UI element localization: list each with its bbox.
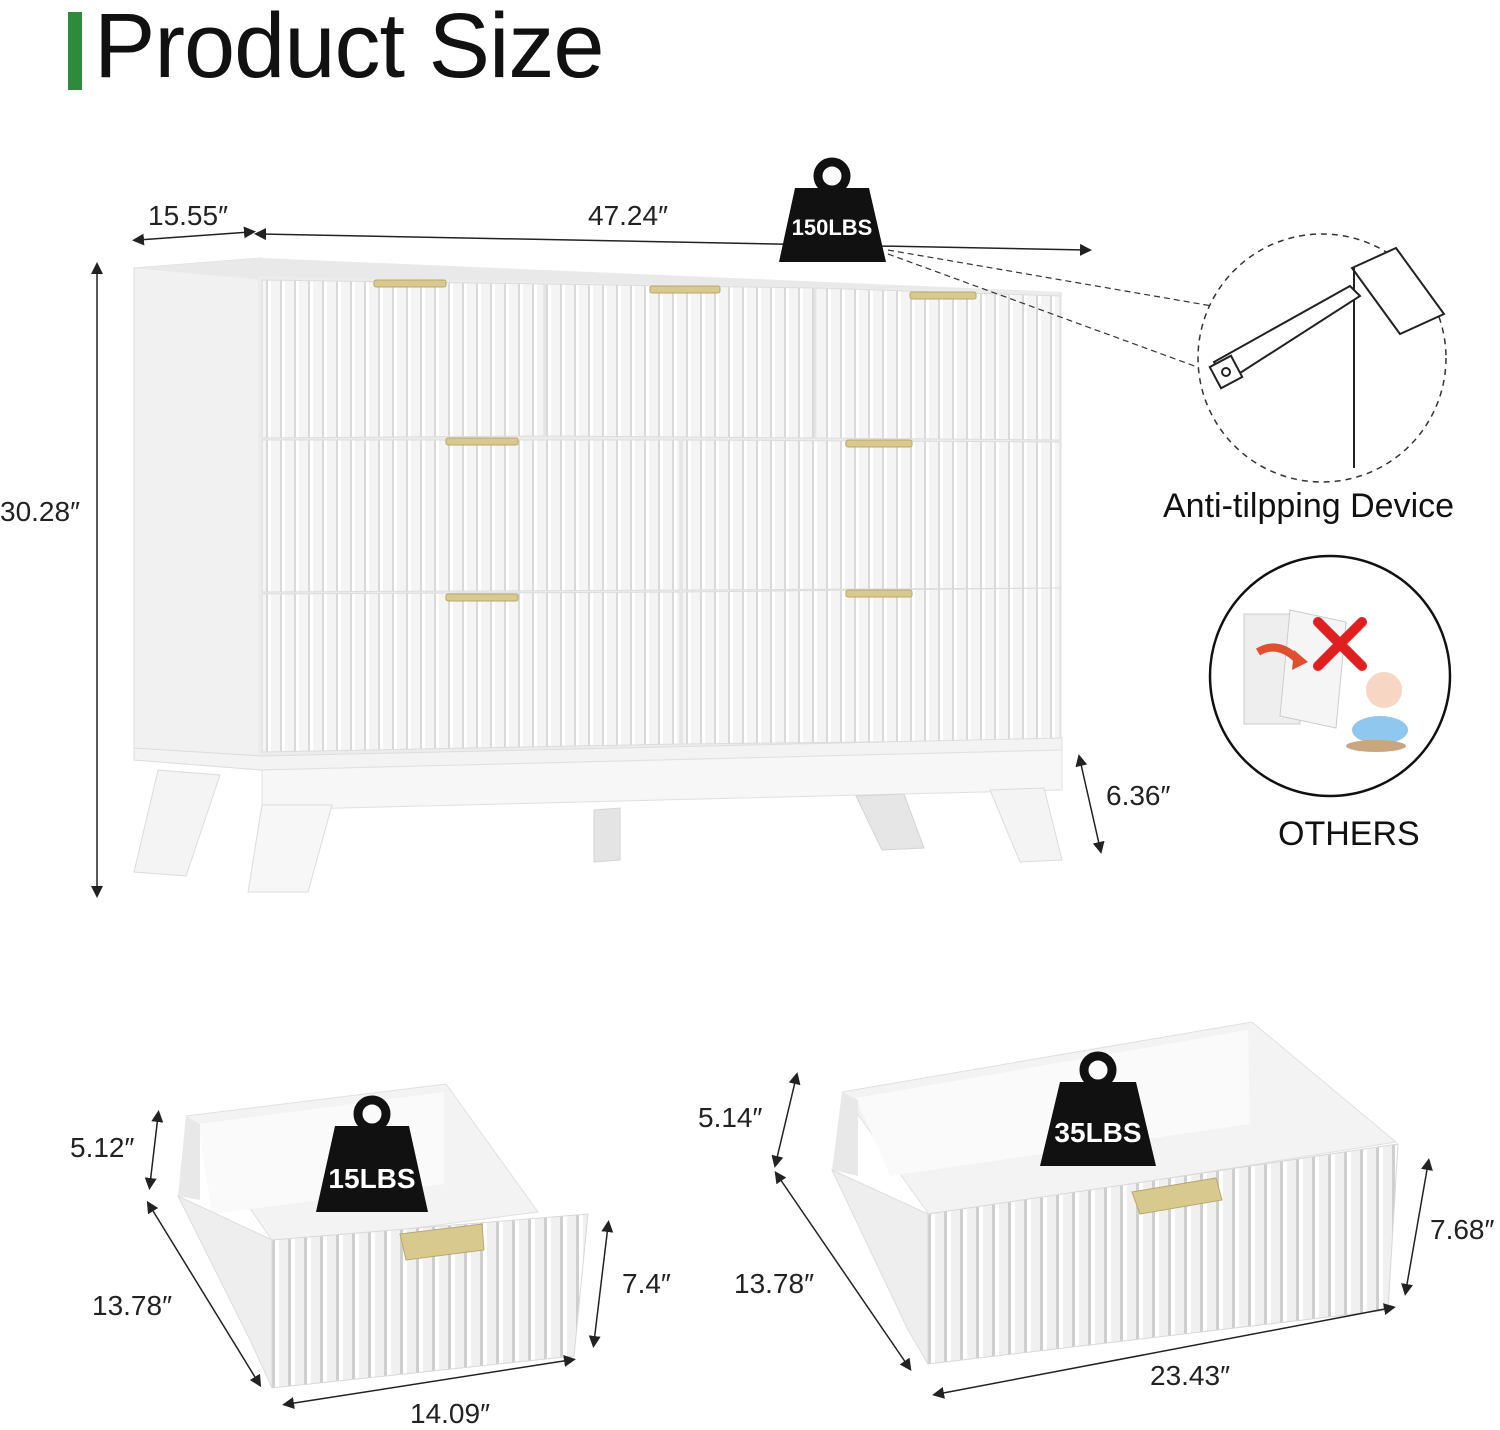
page-title: Product Size: [94, 0, 605, 97]
drawer-front: [261, 591, 681, 753]
large-drawer-front-height-label: 7.68″: [1430, 1214, 1495, 1245]
leg: [855, 793, 925, 851]
drawer-front: [261, 439, 681, 593]
title-accent-bar: [68, 12, 82, 90]
drawer-front: [545, 283, 815, 439]
dresser-max-load: 150LBS: [792, 215, 873, 240]
drawer-handle: [1131, 1177, 1223, 1215]
drawer-front: [681, 587, 1061, 745]
leg: [989, 787, 1063, 863]
large-drawer-depth-label: 13.78″: [734, 1268, 814, 1299]
baby-icon: [1366, 672, 1402, 708]
others-warning: [1208, 554, 1452, 798]
dresser-width-label: 47.24″: [588, 200, 668, 231]
small-drawer-front-height-label: 7.4″: [622, 1268, 671, 1299]
small-drawer-width-label: 14.09″: [410, 1398, 490, 1429]
drawer-front: [261, 279, 545, 439]
dresser-height-label: 30.28″: [0, 496, 80, 527]
anti-tip-label: Anti-tilpping Device: [1163, 487, 1455, 525]
small-drawer-height-label: 5.12″: [70, 1132, 135, 1163]
dresser-leg-height-label: 6.36″: [1106, 780, 1171, 811]
large-drawer-height-label: 5.14″: [698, 1102, 763, 1133]
cross-icon: [1313, 617, 1367, 671]
others-label: OTHERS: [1278, 815, 1420, 853]
small-drawer-max-load: 15LBS: [328, 1163, 415, 1194]
drawer-front: [815, 287, 1061, 441]
weight-icon: 35LBS: [1040, 1051, 1156, 1166]
drawer-handles: [373, 279, 977, 602]
anti-tip-callout: [887, 233, 1447, 483]
small-drawer-depth-label: 13.78″: [92, 1290, 172, 1321]
leg: [133, 769, 221, 877]
dresser: [133, 257, 1063, 893]
dresser-depth-label: 15.55″: [148, 200, 228, 231]
leg: [247, 804, 333, 893]
dimension-lines: [91, 226, 1105, 898]
drawer-front: [681, 439, 1061, 591]
drawer-handle: [399, 1223, 485, 1261]
weight-icon: 150LBS: [779, 157, 886, 262]
leg: [593, 807, 621, 863]
large-drawer-width-label: 23.43″: [1150, 1360, 1230, 1391]
large-drawer-max-load: 35LBS: [1054, 1117, 1141, 1148]
weight-icon: 15LBS: [316, 1095, 428, 1212]
